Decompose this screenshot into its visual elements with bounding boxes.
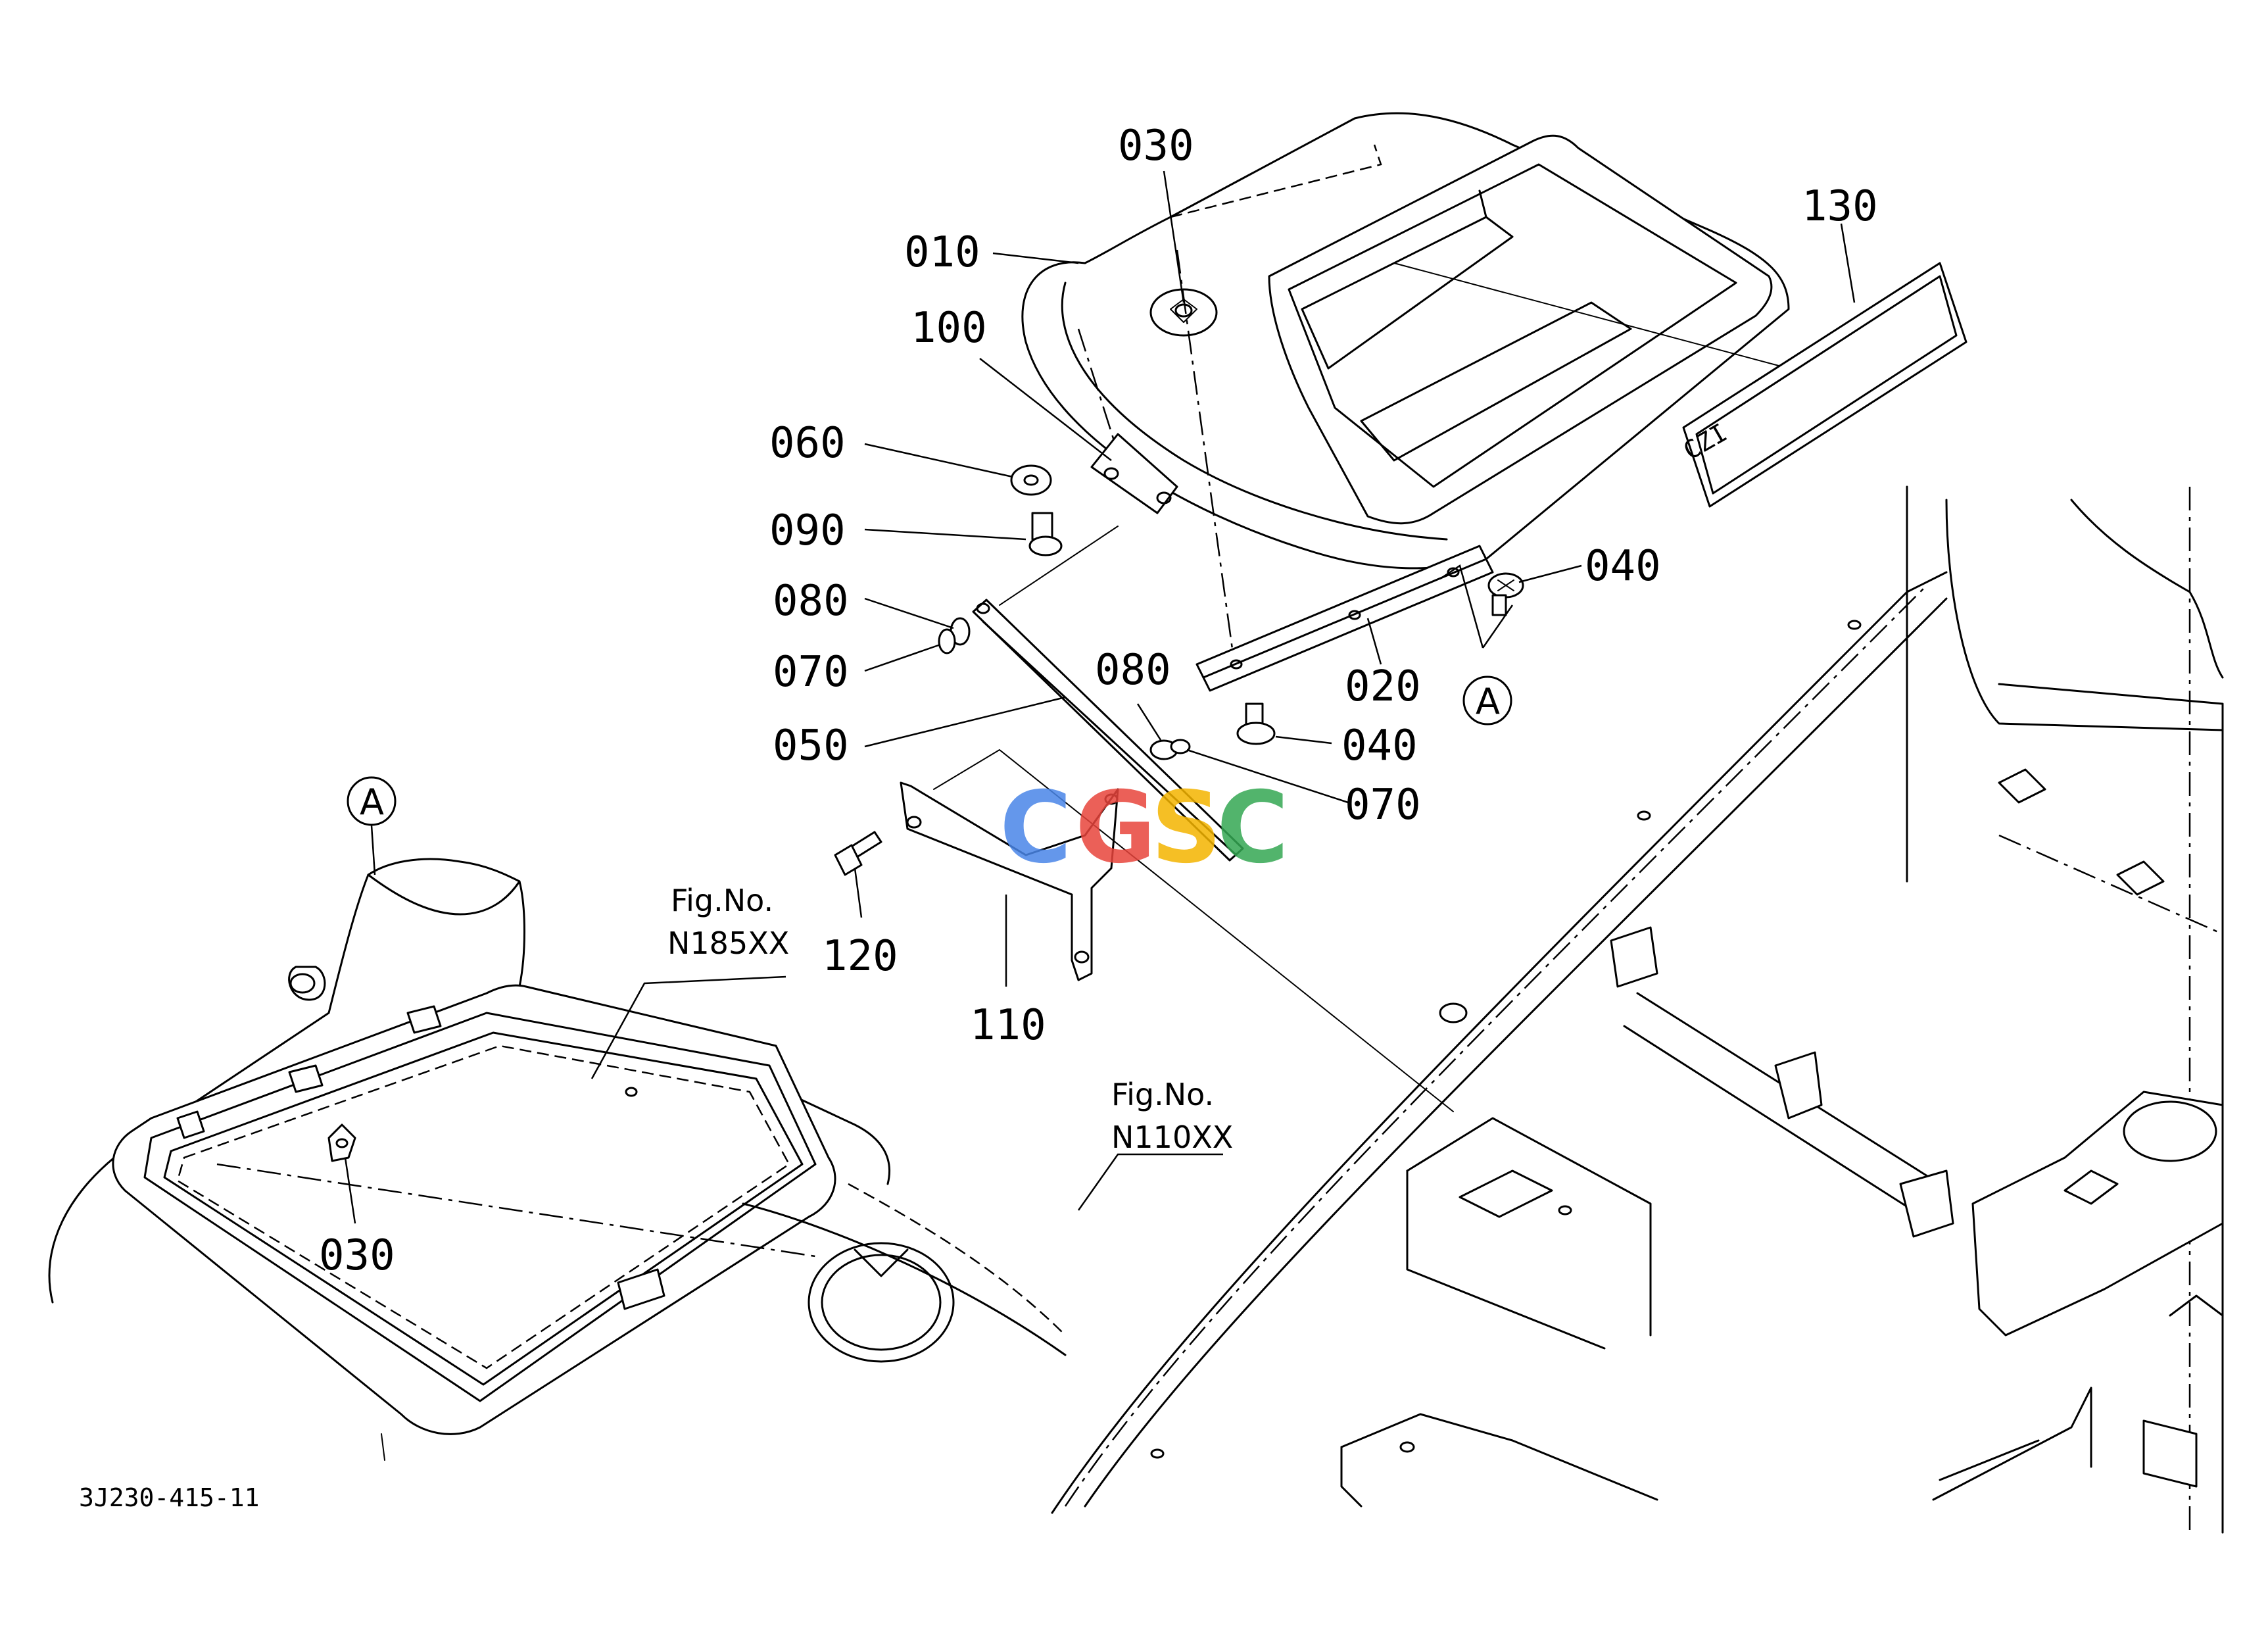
svg-text:G: G bbox=[1075, 771, 1156, 885]
figure-ref-caption: Fig.No. bbox=[1111, 1077, 1214, 1112]
callout-080-a: 080 bbox=[773, 577, 849, 626]
svg-text:C: C bbox=[1217, 771, 1289, 885]
callout-080-b: 080 bbox=[1095, 646, 1171, 695]
callout-010: 010 bbox=[904, 228, 980, 277]
callout-050: 050 bbox=[773, 722, 849, 770]
washer-060 bbox=[1010, 464, 1052, 496]
bracket-110 bbox=[900, 781, 1119, 981]
rail-020 bbox=[1195, 545, 1494, 692]
svg-text:A: A bbox=[360, 781, 384, 823]
figure-ref-caption: Fig.No. bbox=[671, 883, 773, 918]
callout-090: 090 bbox=[769, 506, 846, 555]
callout-020: 020 bbox=[1345, 662, 1421, 711]
console-housing bbox=[48, 858, 1067, 1461]
screw-040-a bbox=[1487, 572, 1524, 616]
svg-text:S: S bbox=[1151, 771, 1222, 885]
bolt-120 bbox=[834, 831, 882, 876]
detail-marker-a-left: A bbox=[347, 776, 397, 826]
panel-cover-010 bbox=[1021, 112, 1790, 678]
callout-130: 130 bbox=[1802, 182, 1878, 231]
washer-070-b bbox=[1170, 739, 1191, 754]
figure-ref-n110: Fig.No. N110XX bbox=[1111, 1077, 1233, 1155]
callout-030-bottom: 030 bbox=[319, 1231, 395, 1280]
figure-ref-number: N110XX bbox=[1111, 1119, 1233, 1155]
frame-structure bbox=[1051, 485, 2224, 1534]
callout-040-b: 040 bbox=[1341, 722, 1418, 770]
callout-110: 110 bbox=[970, 1001, 1046, 1050]
washer-070-a bbox=[938, 628, 956, 654]
watermark-logo: C G S C bbox=[1000, 771, 1289, 885]
figure-ref-number: N185XX bbox=[667, 925, 789, 961]
svg-text:A: A bbox=[1476, 681, 1500, 722]
label-plate-130: CZI bbox=[1679, 262, 1967, 508]
callout-040-a: 040 bbox=[1585, 542, 1661, 591]
callout-070-a: 070 bbox=[773, 648, 849, 697]
svg-text:C: C bbox=[1000, 771, 1072, 885]
diagram-code: 3J230-415-11 bbox=[79, 1483, 260, 1512]
leader-lines bbox=[344, 170, 1856, 1224]
callout-120: 120 bbox=[822, 932, 898, 981]
link-arm-050 bbox=[972, 599, 1244, 862]
screw-040-b bbox=[1236, 702, 1276, 745]
bracket-100 bbox=[1090, 433, 1178, 514]
detail-marker-a-top: A bbox=[1462, 676, 1512, 725]
callout-070-b: 070 bbox=[1345, 781, 1421, 829]
callout-060: 060 bbox=[769, 419, 846, 468]
callout-030-top: 030 bbox=[1118, 122, 1194, 170]
callout-100: 100 bbox=[911, 304, 987, 353]
bolt-090 bbox=[1028, 512, 1063, 556]
figure-ref-n185: Fig.No. N185XX bbox=[667, 883, 789, 961]
